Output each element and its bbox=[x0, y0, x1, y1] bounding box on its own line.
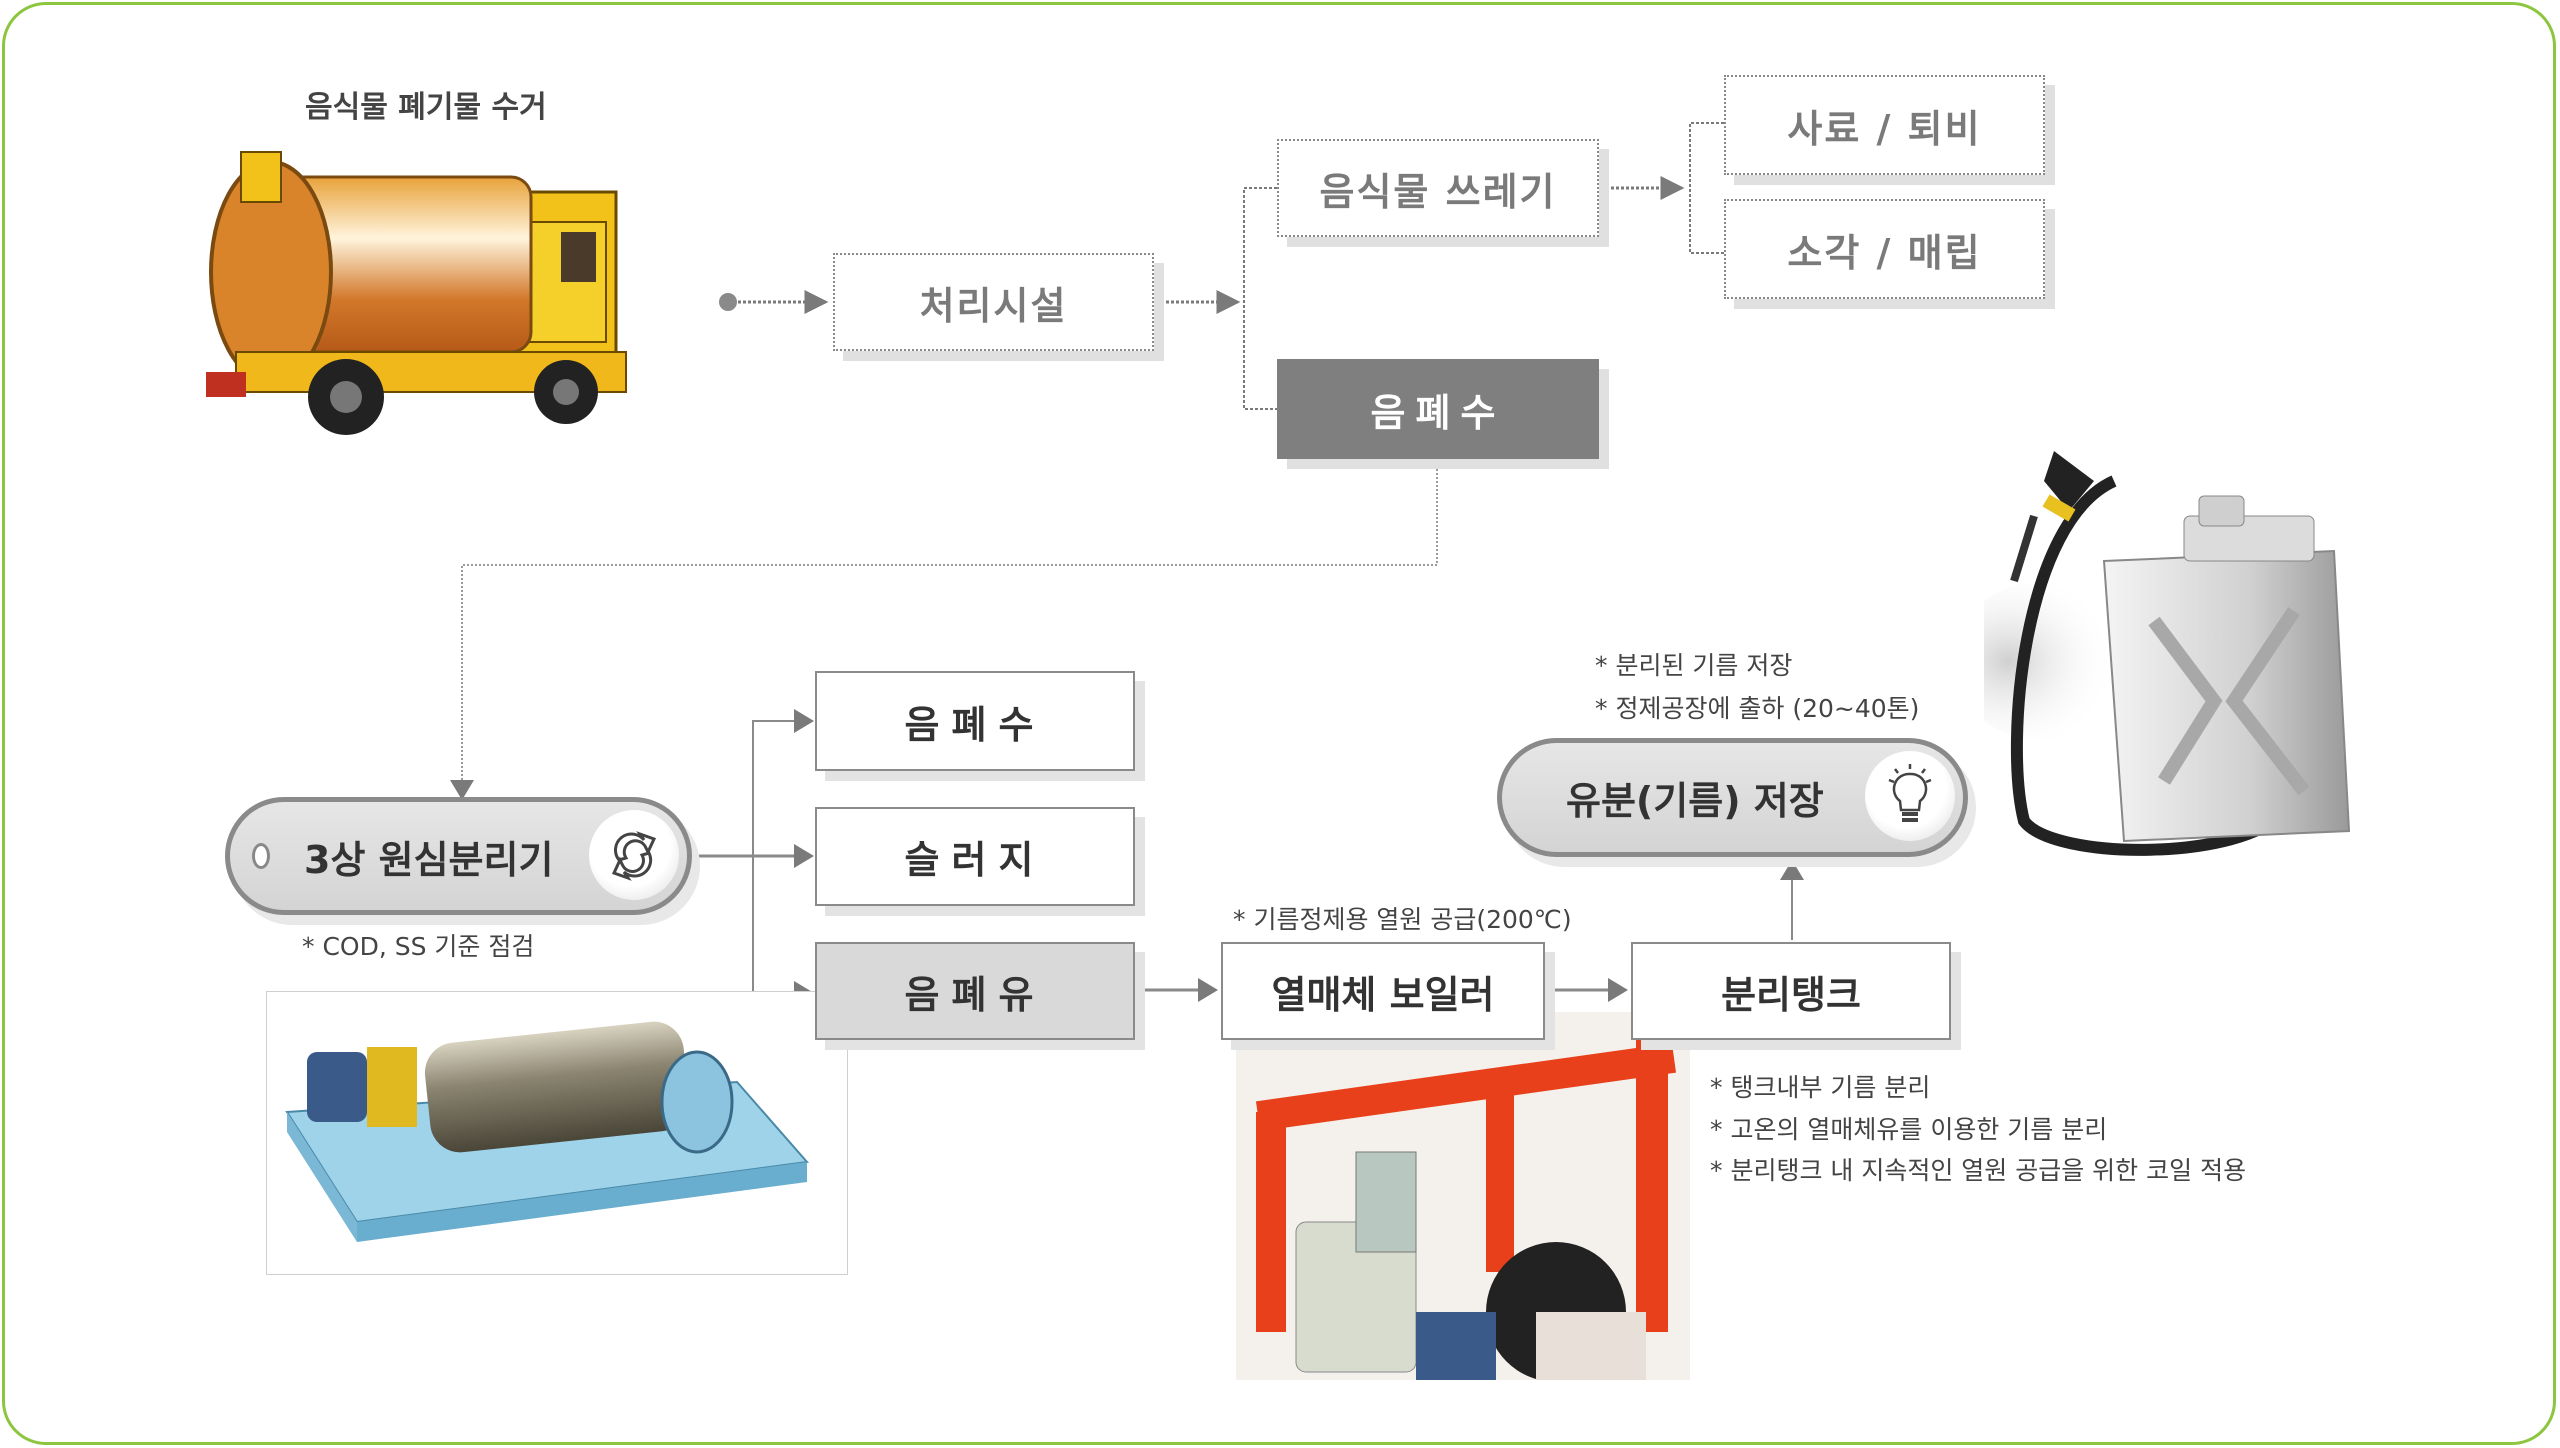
recycle-arrows-icon bbox=[589, 810, 679, 900]
oil-storage-pill: 유분(기름) 저장 bbox=[1497, 738, 1968, 857]
garbage-truck-image bbox=[206, 151, 627, 435]
oil-storage-label: 유분(기름) 저장 bbox=[1566, 779, 1824, 823]
centrifuge-note: * COD, SS 기준 점검 bbox=[302, 932, 535, 961]
separation-tank-box: 분리탱크 bbox=[1631, 942, 1951, 1040]
boiler-note: * 기름정제용 열원 공급(200℃) bbox=[1233, 905, 1572, 934]
arrow-oil-boiler bbox=[1198, 978, 1218, 1002]
tank-note-1: * 탱크내부 기름 분리 bbox=[1710, 1073, 1931, 1102]
lightbulb-icon bbox=[1865, 751, 1955, 841]
centrifuge-label: 3상 원심분리기 bbox=[304, 837, 554, 882]
centrifuge-pill: 3상 원심분리기 bbox=[225, 797, 692, 915]
waste-oil-box: 음폐유 bbox=[815, 942, 1135, 1040]
fuel-jerry-can-image bbox=[1984, 451, 2351, 856]
storage-note-2: * 정제공장에 출하 (20~40톤) bbox=[1595, 694, 1920, 723]
tank-note-2: * 고온의 열매체유를 이용한 기름 분리 bbox=[1710, 1115, 2108, 1144]
pill-hole-icon bbox=[252, 843, 270, 869]
sludge-box: 슬러지 bbox=[815, 807, 1135, 906]
boiler-box: 열매체 보일러 bbox=[1221, 942, 1545, 1040]
leachate-to-centrifuge-line bbox=[461, 461, 1438, 782]
storage-note-1: * 분리된 기름 저장 bbox=[1595, 651, 1793, 680]
arrow-boiler-tank bbox=[1608, 978, 1628, 1002]
feed-compost-box: 사료 / 퇴비 bbox=[1724, 75, 2045, 175]
leachate-box-top: 음폐수 bbox=[1277, 359, 1599, 459]
thermal-oil-boiler-image bbox=[1236, 1012, 1690, 1380]
incinerate-landfill-box: 소각 / 매립 bbox=[1724, 199, 2045, 299]
start-dot bbox=[719, 293, 737, 311]
decanter-centrifuge-image bbox=[266, 991, 848, 1275]
leachate-box: 음폐수 bbox=[815, 671, 1135, 771]
arrow-tank-storage bbox=[1780, 860, 1804, 880]
food-waste-box: 음식물 쓰레기 bbox=[1277, 139, 1599, 237]
arrow-head-centrifuge bbox=[450, 780, 474, 800]
collection-title: 음식물 폐기물 수거 bbox=[305, 90, 547, 125]
tank-note-3: * 분리탱크 내 지속적인 열원 공급을 위한 코일 적용 bbox=[1710, 1156, 2247, 1185]
facility-box: 처리시설 bbox=[833, 253, 1154, 351]
outcome-bracket bbox=[1689, 122, 1724, 254]
split-bracket bbox=[1243, 187, 1277, 410]
